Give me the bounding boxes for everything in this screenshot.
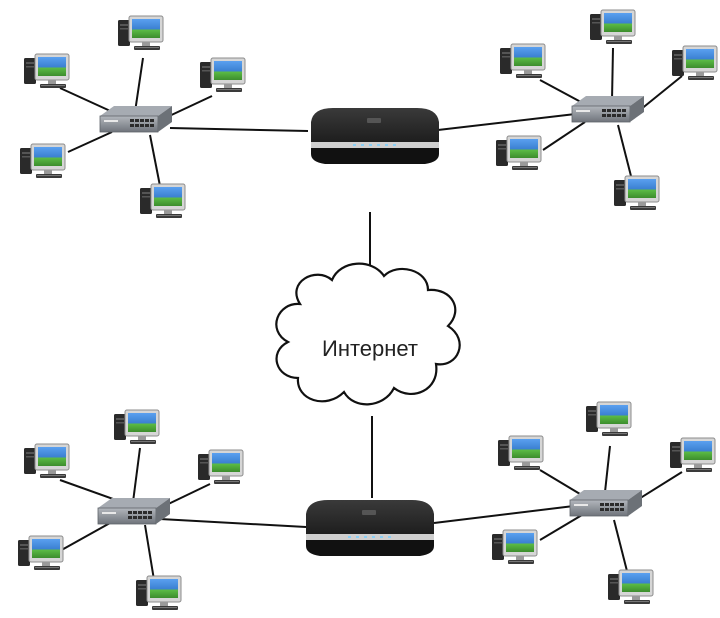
computer-icon <box>135 575 182 611</box>
computer-icon <box>139 183 186 219</box>
switch-top-left-icon <box>99 105 173 133</box>
computer-icon <box>19 143 66 179</box>
computer-icon <box>607 569 654 605</box>
computer-icon <box>23 53 70 89</box>
computer-icon <box>491 529 538 565</box>
switch-bottom-left-icon <box>97 497 171 525</box>
switch-bottom-right-icon <box>569 489 643 517</box>
router-top-icon <box>311 108 439 164</box>
router-bottom-icon <box>306 500 434 556</box>
computer-icon <box>117 15 164 51</box>
internet-cloud: Интернет <box>275 262 461 406</box>
computer-icon <box>197 449 244 485</box>
cables <box>57 47 683 587</box>
computer-icon <box>23 443 70 479</box>
computer-icon <box>671 45 718 81</box>
switch-top-right-icon <box>571 95 645 123</box>
cloud-label: Интернет <box>322 336 418 361</box>
cloud-icon <box>275 262 461 406</box>
computer-icon <box>589 9 636 45</box>
computer-icon <box>613 175 660 211</box>
computer-icon <box>669 437 716 473</box>
computer-icon <box>495 135 542 171</box>
computer-icon <box>113 409 160 445</box>
computer-icon <box>17 535 64 571</box>
computer-icon <box>497 435 544 471</box>
computer-icon <box>585 401 632 437</box>
computer-icon <box>199 57 246 93</box>
computer-icon <box>499 43 546 79</box>
